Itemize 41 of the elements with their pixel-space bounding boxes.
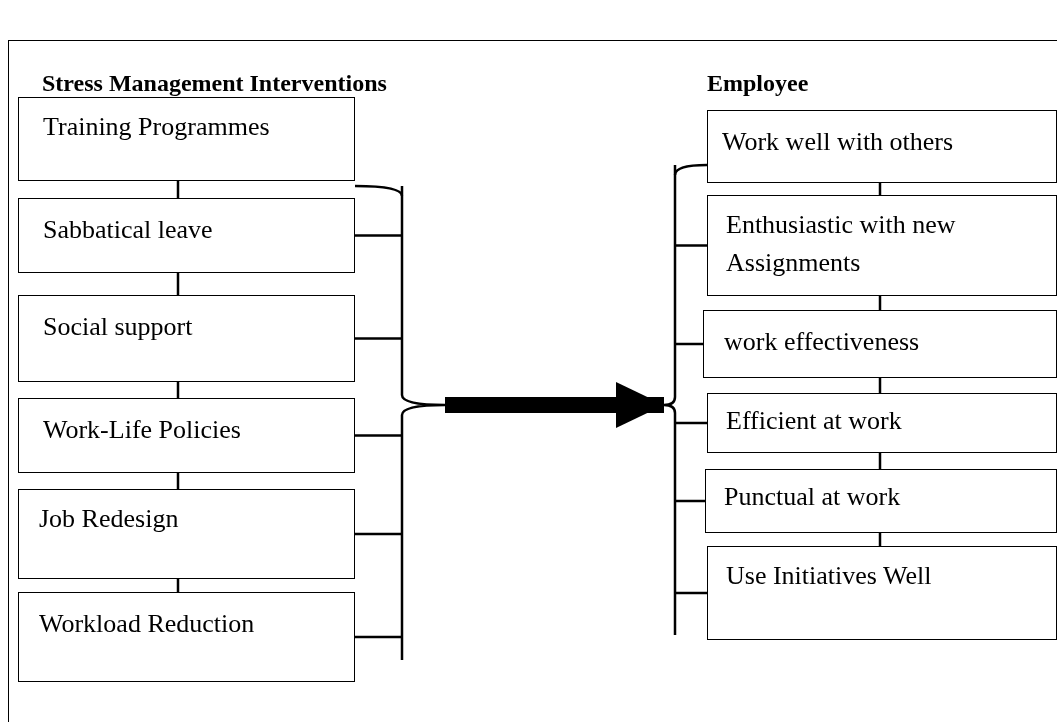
text-box [18,295,355,382]
connector-line [355,635,402,639]
connector-line [355,234,402,237]
column-heading: Stress Management Interventions [42,70,387,97]
block-arrow [445,382,664,428]
text-box [707,110,1057,183]
text-box [18,489,355,579]
connector-line [675,244,707,247]
connector-line [355,337,402,340]
box-label: Work well with others [722,126,955,158]
text-box [18,398,355,473]
connector-line [176,273,180,295]
connector-line [675,342,703,346]
connector-line [675,421,707,425]
text-box [707,546,1057,640]
box-label: Workload Reduction [39,608,256,640]
box-label: work effectiveness [724,326,921,358]
box-label: Job Redesign [39,503,180,535]
text-box [18,97,355,181]
connector-line [675,591,707,595]
box-label: Training Programmes [43,111,271,143]
connector-line [673,163,707,176]
curly-bracket [398,186,445,660]
text-box [707,195,1057,296]
box-label: Enthusiastic with new Assignments [726,209,957,279]
connector-line [675,499,705,503]
curly-bracket [664,165,678,635]
text-box [703,310,1057,378]
box-label: Use Initiatives Well [726,560,933,592]
box-label: Sabbatical leave [43,214,214,246]
box-label: Punctual at work [724,481,902,513]
box-label: Social support [43,311,194,343]
box-label: Efficient at work [726,405,903,437]
box-label: Work-Life Policies [43,414,242,446]
text-box [18,198,355,273]
text-box [707,393,1057,453]
text-box [18,592,355,682]
connector-line [355,434,402,437]
text-box [705,469,1057,533]
connector-line [355,532,402,536]
column-heading: Employee [707,70,809,97]
